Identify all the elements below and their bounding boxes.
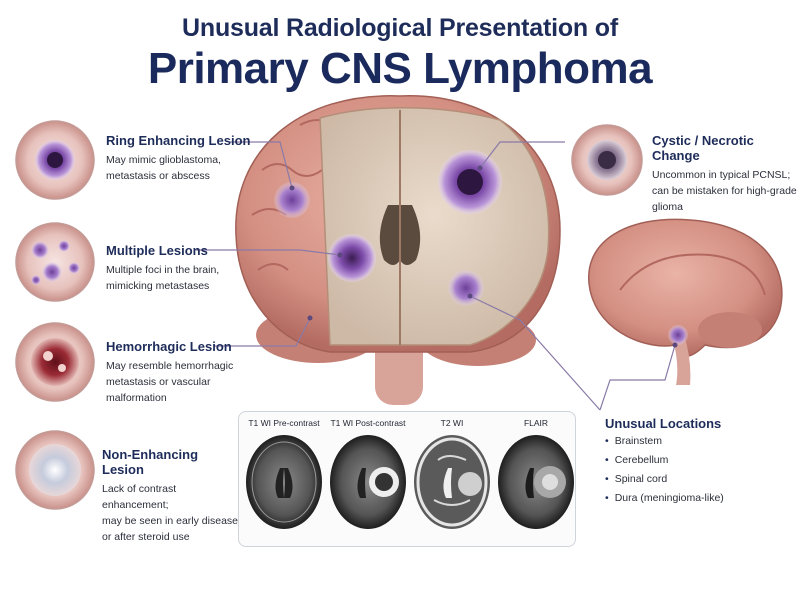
mri-t2 [414,435,490,529]
callout-ring-enhancing: Ring Enhancing Lesion May mimic glioblas… [106,133,266,184]
list-item: Dura (meningioma-like) [605,489,724,508]
callout-desc: May mimic glioblastoma, metastasis or ab… [106,154,221,182]
cystic-necrotic-thumbnail [571,124,643,196]
mri-label-t1-post: T1 WI Post-contrast [330,418,406,428]
unusual-locations-list: Brainstem Cerebellum Spinal cord Dura (m… [605,432,724,508]
mri-flair [498,435,574,529]
page-title: Primary CNS Lymphoma [147,44,653,93]
mri-label-t2: T2 WI [440,418,464,428]
callout-heading: Cystic / Necrotic Change [652,133,754,163]
connector-lines [196,141,676,411]
brain-lesion-ring [328,234,376,282]
hemorrhagic-lesion-thumbnail [15,322,95,402]
list-item: Brainstem [605,432,724,451]
multiple-lesions-thumbnail [15,222,95,302]
brain-lesion-surface [274,182,310,218]
callout-desc: May resemble hemorrhagic metastasis or v… [106,360,234,404]
list-item: Spinal cord [605,470,724,489]
brain-illustration [235,95,561,405]
unusual-locations-block: Unusual Locations [605,416,785,435]
callout-heading: Non-Enhancing Lesion [102,447,199,477]
mri-t1-pre [246,435,322,529]
mri-t1-post [330,435,406,529]
list-item: Cerebellum [605,451,724,470]
ring-enhancing-lesion-thumbnail [15,120,95,200]
callout-cystic-necrotic: Cystic / Necrotic Change Uncommon in typ… [652,133,797,215]
brain-lesion-deep [448,270,484,306]
callout-non-enhancing: Non-Enhancing Lesion Lack of contrast en… [102,447,242,545]
callout-heading: Multiple Lesions [106,243,208,258]
callout-desc: Uncommon in typical PCNSL; can be mistak… [652,169,797,213]
callout-desc: Lack of contrast enhancement; may be see… [102,483,238,543]
callout-heading: Hemorrhagic Lesion [106,339,232,354]
title-line-1: Unusual Radiological Presentation of [182,14,618,42]
mri-label-flair: FLAIR [523,418,549,428]
callout-hemorrhagic: Hemorrhagic Lesion May resemble hemorrha… [106,339,266,406]
non-enhancing-lesion-thumbnail [15,430,95,510]
sagittal-brain-illustration [587,218,783,385]
callout-heading: Ring Enhancing Lesion [106,133,251,148]
unusual-locations-heading: Unusual Locations [605,416,722,431]
mri-label-t1-pre: T1 WI Pre-contrast [248,418,320,428]
callout-desc: Multiple foci in the brain, mimicking me… [106,264,220,292]
callout-multiple-lesions: Multiple Lesions Multiple foci in the br… [106,243,266,294]
